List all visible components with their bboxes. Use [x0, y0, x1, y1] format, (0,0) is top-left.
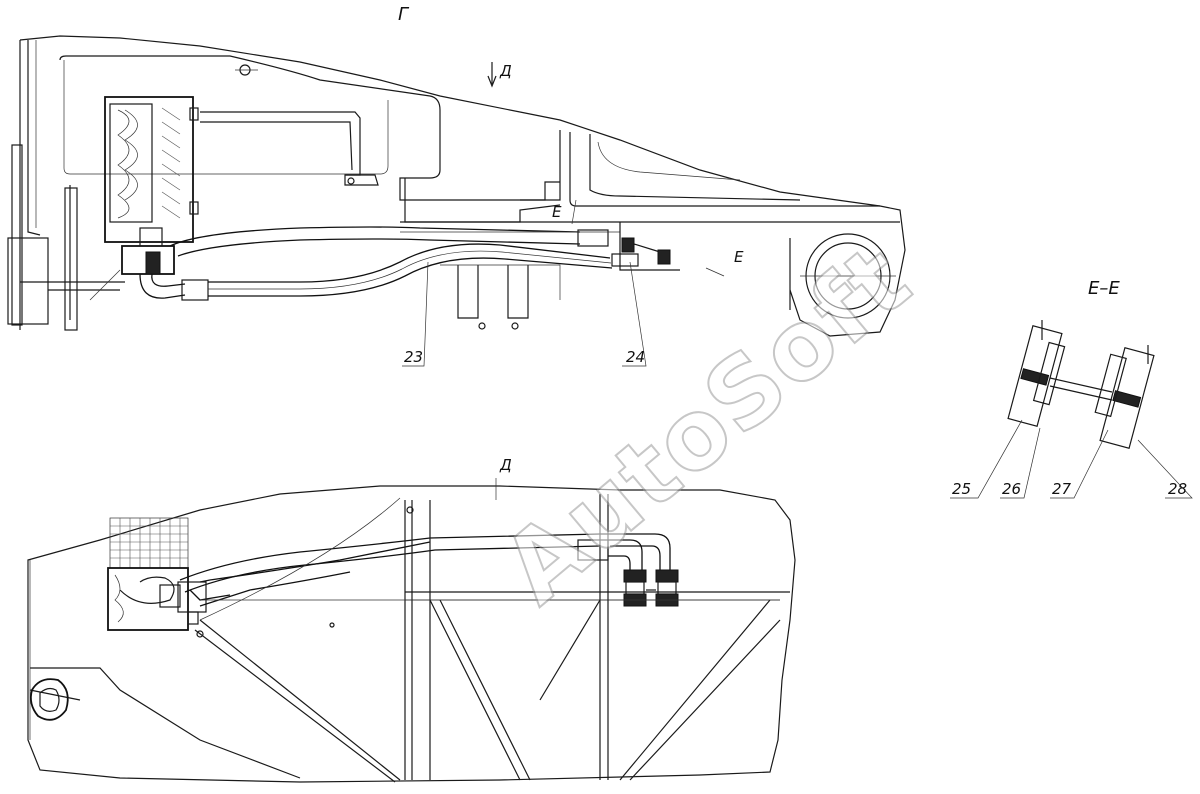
- view-label-d-top: Д: [499, 62, 512, 80]
- section-title: Е–Е: [1088, 278, 1120, 299]
- bottom-view: [27, 485, 796, 783]
- callout-24: 24: [626, 348, 645, 366]
- section-mark-e-left: Е: [552, 203, 562, 221]
- section-mark-e-right: Е: [734, 248, 744, 266]
- section-e-e: [950, 320, 1193, 499]
- callout-27: 27: [1052, 480, 1072, 498]
- callout-25: 25: [952, 480, 971, 498]
- filter-block-top: [104, 96, 194, 243]
- top-view: [7, 35, 906, 337]
- top-frame-outline: [19, 35, 906, 337]
- view-label-d-bottom: Д: [499, 456, 512, 474]
- callout-28: 28: [1168, 480, 1187, 498]
- view-label-g: Г: [398, 4, 410, 25]
- callout-23: 23: [404, 348, 423, 366]
- watermark: AutoSoft: [482, 222, 932, 625]
- bottom-frame-outline: [27, 485, 796, 783]
- callout-26: 26: [1002, 480, 1021, 498]
